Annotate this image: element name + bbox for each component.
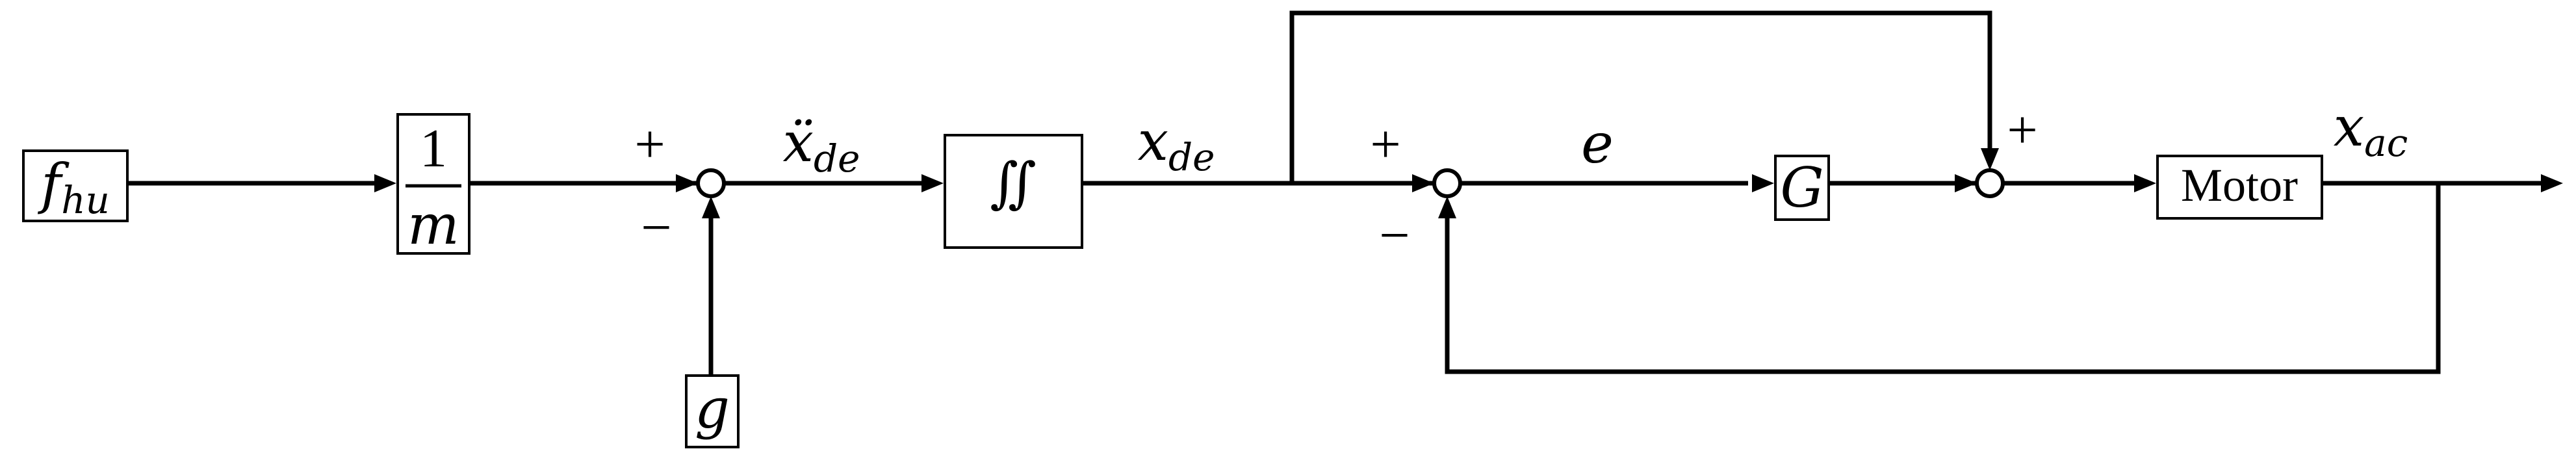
signal-actual-position-label: xac [2334,95,2408,165]
arrow-into-motor [2134,174,2156,192]
summing-junction-3 [1975,168,2005,198]
block-gravity: g [685,374,740,448]
arrow-into-sum1-bottom [702,196,720,218]
signal-desired-position-label: xde [1138,109,1215,179]
arrow-heads [374,148,2563,218]
arrow-output [2541,174,2563,192]
integrator-label: ∬ [990,153,1037,214]
gravity-label: g [695,377,730,441]
block-integrator: ∬ [944,134,1083,249]
sum2-plus-sign: + [1370,114,1400,175]
line-feedback-to-sum2 [1445,183,2441,374]
sum3-plus-sign: + [2007,100,2037,160]
motor-label: Motor [2181,159,2298,211]
inverse-mass-denominator: m [407,193,459,257]
block-controller: G [1774,155,1830,221]
arrow-into-sum2-left [1412,174,1434,192]
arrow-into-inverse-mass [374,174,396,192]
sum2-minus-sign: − [1379,205,1410,266]
arrow-into-controller [1752,174,1774,192]
arrow-into-integrator [921,174,944,192]
signal-acceleration-label: ẍde [783,110,860,181]
block-inverse-mass: 1 m [396,113,470,257]
signal-error-label: e [1581,112,1614,175]
signal-lines [127,10,2541,376]
block-motor: Motor [2156,155,2323,220]
controller-label: G [1780,156,1823,220]
sum1-plus-sign: + [634,114,665,175]
summing-junction-2 [1432,168,1462,198]
arrow-into-sum3-left [1955,174,1977,192]
arrow-into-sum1-left [676,174,698,192]
arrow-into-sum2-bottom [1438,196,1456,218]
arrow-into-sum3-top [1981,148,1999,170]
block-fhu: fhu [22,149,129,222]
line-feedforward-to-sum3 [1289,10,1992,183]
sum1-minus-sign: − [641,198,671,258]
summing-junction-1 [696,168,726,198]
inverse-mass-numerator: 1 [420,118,447,179]
